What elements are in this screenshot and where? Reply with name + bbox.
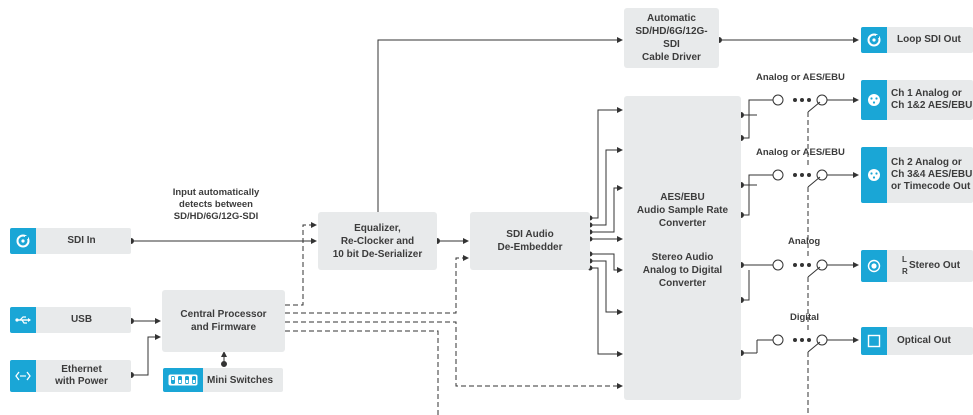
digital-note: Digital (790, 312, 820, 323)
usb-icon (10, 307, 36, 333)
ch1-out-port: Ch 1 Analog or Ch 1&2 AES/EBU (861, 80, 973, 120)
equalizer-block: Equalizer, Re-Clocker and 10 bit De-Seri… (318, 212, 437, 270)
stereo-right-label: R (902, 267, 908, 276)
optical-connector-icon (861, 327, 887, 355)
ethernet-port: Ethernet with Power (10, 360, 131, 392)
analog-note: Analog (788, 236, 821, 247)
sdi-in-label: SDI In (67, 235, 96, 246)
converter-block: AES/EBU Audio Sample Rate Converter Ster… (624, 96, 741, 400)
analog-aes-note-1: Analog or AES/EBU (756, 72, 845, 83)
stereo-left-label: L (902, 255, 907, 264)
ethernet-label: Ethernet with Power (55, 364, 108, 387)
input-detect-note: Input automatically detects between SD/H… (172, 187, 260, 222)
sdi-in-port: SDI In (10, 228, 131, 254)
loop-sdi-out-port: Loop SDI Out (861, 27, 973, 53)
mini-switches-label: Mini Switches (207, 374, 274, 386)
stereo-converter-label: Stereo Audio Analog to Digital Converter (642, 252, 723, 289)
aes-converter-label: AES/EBU Audio Sample Rate Converter (636, 192, 729, 229)
dip-switch-icon (163, 368, 203, 392)
stereo-out-port: L R Stereo Out (861, 250, 973, 282)
ethernet-icon (10, 360, 36, 392)
cpu-block: Central Processor and Firmware (162, 290, 285, 352)
ch2-out-label: Ch 2 Analog or Ch 3&4 AES/EBU or Timecod… (891, 157, 973, 192)
de-embedder-block: SDI Audio De-Embedder (470, 212, 590, 270)
mini-switches: Mini Switches (163, 368, 283, 392)
bnc-connector-icon (10, 228, 36, 254)
optical-out-label: Optical Out (897, 335, 951, 346)
xlr-connector-icon (861, 147, 887, 203)
stereo-out-label: Stereo Out (909, 260, 961, 271)
bnc-connector-icon (861, 27, 887, 53)
analog-aes-note-2: Analog or AES/EBU (756, 147, 845, 158)
cable-driver-block: Automatic SD/HD/6G/12G-SDI Cable Driver (624, 8, 719, 68)
ch1-out-label: Ch 1 Analog or Ch 1&2 AES/EBU (891, 88, 973, 111)
ch2-out-port: Ch 2 Analog or Ch 3&4 AES/EBU or Timecod… (861, 147, 973, 203)
usb-port: USB (10, 307, 131, 333)
rca-connector-icon (861, 250, 887, 282)
optical-out-port: Optical Out (861, 327, 973, 355)
xlr-connector-icon (861, 80, 887, 120)
usb-label: USB (70, 314, 93, 325)
loop-sdi-out-label: Loop SDI Out (897, 34, 961, 45)
